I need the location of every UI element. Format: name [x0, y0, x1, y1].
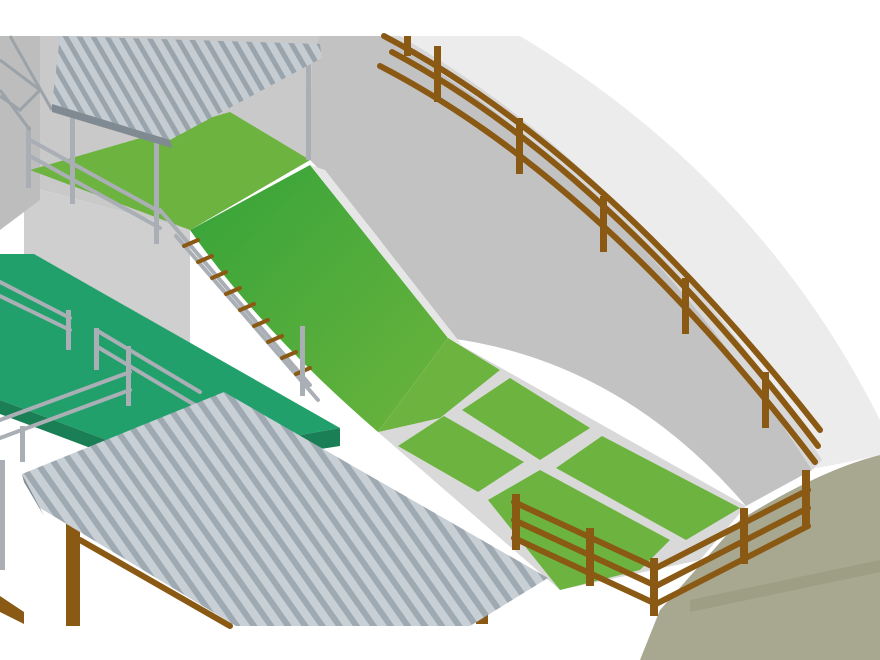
upper-wooden-fence	[377, 33, 823, 465]
platform-railing	[0, 280, 202, 570]
green-ramp	[190, 165, 448, 432]
lower-lawn-tile-a	[462, 378, 590, 460]
lower-lawn-top-left	[378, 338, 500, 432]
upper-shelter-roof	[52, 36, 322, 140]
olive-ground	[640, 455, 880, 660]
olive-ground-edge	[690, 560, 880, 612]
left-wood-ledge	[0, 596, 24, 624]
lower-shelter-roof	[22, 392, 548, 626]
lower-roof-edge	[22, 474, 44, 516]
ramp-side-shade	[310, 165, 462, 345]
lower-lawn-tile-b	[398, 416, 524, 492]
lower-lawn-tile-c	[556, 436, 740, 540]
upper-roof-edge	[52, 104, 172, 148]
stairway	[158, 208, 320, 402]
lower-wooden-fence	[511, 470, 811, 616]
sloped-retaining-wall	[310, 36, 812, 506]
upper-railing	[0, 35, 311, 244]
upper-lawn	[30, 112, 310, 230]
